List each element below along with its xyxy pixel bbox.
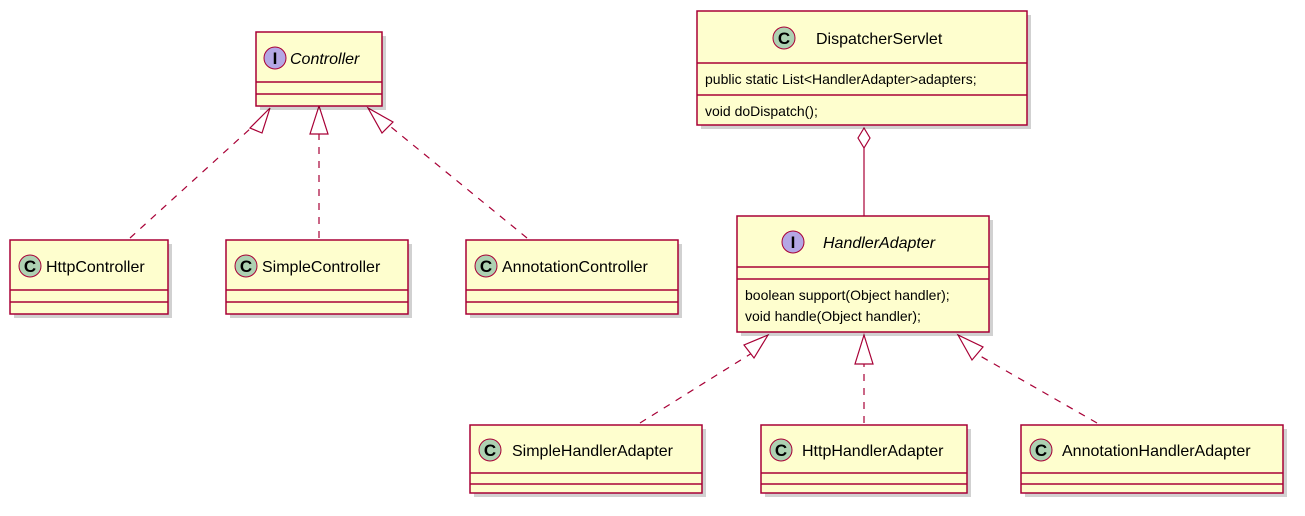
realization-arrowhead: [743, 333, 770, 360]
class-name: AnnotationController: [502, 259, 649, 276]
interface-letter: I: [791, 233, 796, 252]
class-letter: C: [24, 257, 36, 276]
field-adapters: public static List<HandlerAdapter>adapte…: [705, 71, 977, 87]
relations: [129, 104, 1098, 424]
class-icon: [18, 254, 42, 278]
class-letter: C: [484, 441, 496, 460]
class-name: SimpleController: [262, 259, 381, 276]
relation-annotationhandleradapter-handleradapter: [974, 352, 1098, 424]
class-letter: C: [1035, 441, 1047, 460]
class-icon: [478, 438, 502, 462]
realization-arrowhead: [309, 104, 329, 135]
class-httphandleradapter[interactable]: C HttpHandlerAdapter: [760, 424, 971, 497]
class-controller[interactable]: I Controller: [255, 31, 386, 110]
relation-simplehandleradapter-handleradapter: [639, 352, 753, 424]
class-icon: [474, 254, 498, 278]
realization-arrowhead: [854, 332, 874, 365]
interface-icon: [781, 230, 805, 254]
class-name: HttpController: [46, 259, 145, 276]
class-dispatcherservlet[interactable]: C DispatcherServlet public static List<H…: [696, 10, 1031, 129]
class-simplehandleradapter[interactable]: C SimpleHandlerAdapter: [469, 424, 706, 497]
realization-arrowhead: [366, 106, 394, 134]
class-name: HttpHandlerAdapter: [802, 443, 944, 460]
aggregation-diamond: [857, 126, 871, 150]
class-name: SimpleHandlerAdapter: [512, 443, 674, 460]
class-letter: C: [778, 29, 790, 48]
relation-httpcontroller-controller: [129, 117, 263, 239]
method-support: boolean support(Object handler);: [745, 287, 950, 303]
realization-arrowhead: [248, 107, 271, 134]
class-letter: C: [240, 257, 252, 276]
class-icon: [1029, 438, 1053, 462]
class-letter: C: [480, 257, 492, 276]
class-handleradapter[interactable]: I HandlerAdapter boolean support(Object …: [736, 215, 993, 336]
class-annotationhandleradapter[interactable]: C AnnotationHandlerAdapter: [1020, 424, 1287, 497]
class-icon: [234, 254, 258, 278]
class-icon: [772, 26, 796, 50]
interface-letter: I: [273, 49, 278, 68]
class-name: Controller: [290, 51, 360, 68]
class-name: DispatcherServlet: [816, 31, 943, 48]
class-name: HandlerAdapter: [823, 235, 936, 252]
interface-icon: [263, 46, 287, 70]
method-dodispatch: void doDispatch();: [705, 103, 818, 119]
class-simplecontroller[interactable]: C SimpleController: [225, 239, 412, 318]
class-httpcontroller[interactable]: C HttpController: [9, 239, 172, 318]
class-name: AnnotationHandlerAdapter: [1062, 443, 1251, 460]
class-annotationcontroller[interactable]: C AnnotationController: [465, 239, 682, 318]
class-letter: C: [775, 441, 787, 460]
realization-arrowhead: [956, 333, 984, 362]
method-handle: void handle(Object handler);: [745, 308, 921, 324]
relation-annotationcontroller-controller: [379, 117, 528, 239]
class-icon: [769, 438, 793, 462]
